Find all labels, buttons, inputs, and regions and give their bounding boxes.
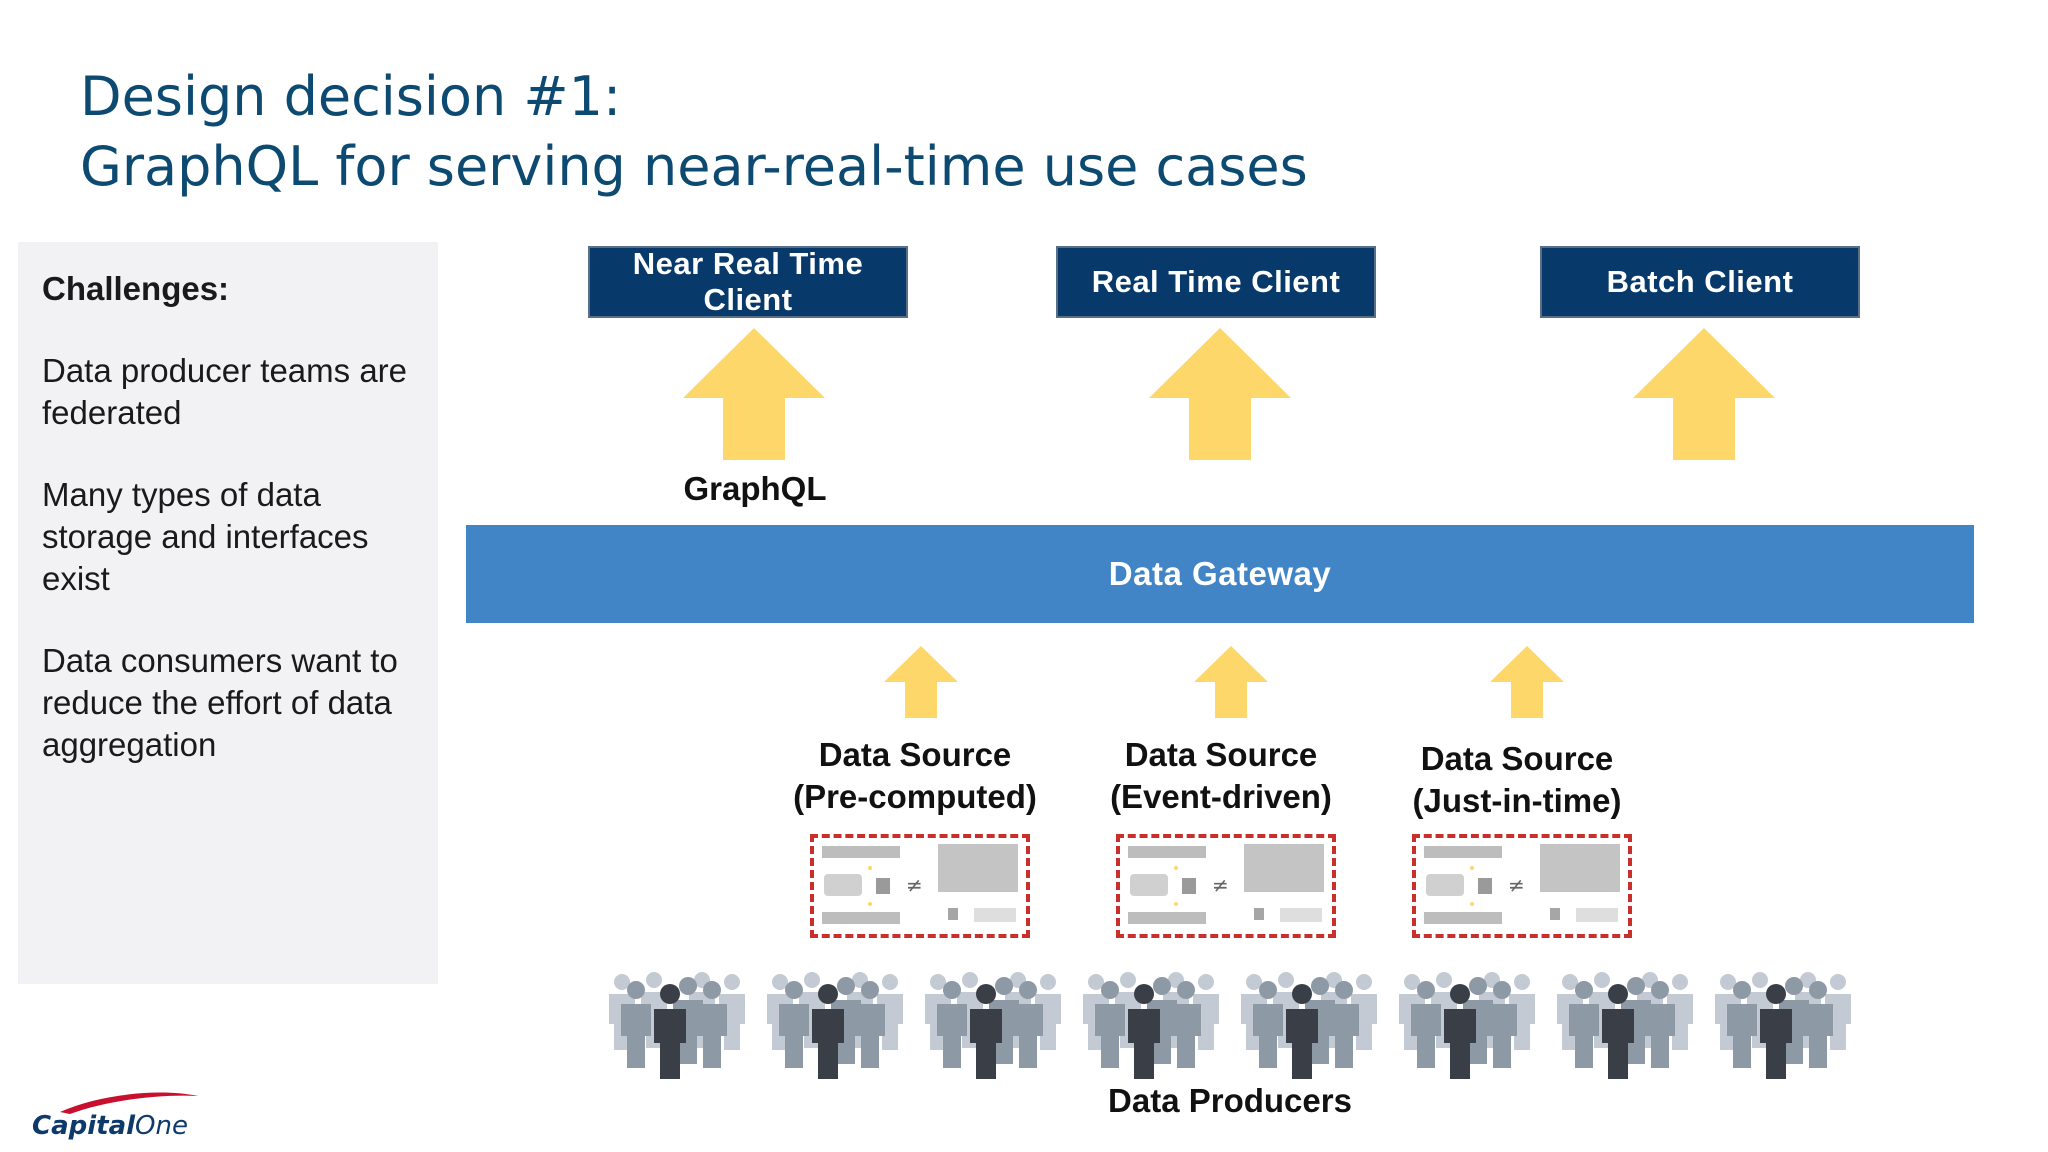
client-box-batch: Batch Client — [1540, 246, 1860, 318]
up-arrow-icon — [1633, 328, 1775, 460]
data-source-box: ≠ — [1116, 834, 1336, 938]
challenges-heading: Challenges: — [42, 270, 230, 307]
data-source-label-event-driven: Data Source (Event-driven) — [1071, 734, 1371, 818]
graphql-label: GraphQL — [683, 470, 827, 507]
up-arrow-icon — [1490, 646, 1564, 718]
challenge-item: Data consumers want to reduce the effort… — [42, 642, 398, 763]
source-schematic-icon: ≠ — [1424, 844, 1620, 924]
data-source-label-pre-computed: Data Source (Pre-computed) — [765, 734, 1065, 818]
data-source-label-just-in-time: Data Source (Just-in-time) — [1367, 738, 1667, 822]
svg-text:≠: ≠ — [1508, 873, 1525, 897]
data-source-title: Data Source — [1124, 736, 1318, 773]
svg-text:≠: ≠ — [1212, 873, 1229, 897]
up-arrow-icon — [884, 646, 958, 718]
data-source-box: ≠ — [810, 834, 1030, 938]
up-arrow-icon — [1149, 328, 1291, 460]
data-producers-row — [604, 972, 1864, 1080]
source-schematic-icon: ≠ — [1128, 844, 1324, 924]
data-source-type: (Just-in-time) — [1412, 782, 1622, 819]
client-label: Batch Client — [1606, 264, 1794, 299]
challenge-item: Many types of data storage and interface… — [42, 476, 369, 597]
up-arrow-icon — [683, 328, 825, 460]
slide-title-line-2: GraphQL for serving near-real-time use c… — [80, 135, 1308, 198]
client-label: Real Time Client — [1091, 264, 1341, 299]
client-box-real-time: Real Time Client — [1056, 246, 1376, 318]
up-arrow-icon — [1194, 646, 1268, 718]
data-source-type: (Event-driven) — [1110, 778, 1332, 815]
people-group-icon — [604, 972, 1864, 1080]
data-gateway-label: Data Gateway — [1108, 555, 1332, 592]
svg-text:≠: ≠ — [906, 873, 923, 897]
data-gateway-bar: Data Gateway — [466, 525, 1974, 623]
data-source-title: Data Source — [1420, 740, 1614, 777]
capital-one-logo: CapitalOne — [30, 1090, 220, 1142]
logo-swoosh-icon: CapitalOne — [32, 1092, 198, 1141]
source-schematic-icon: ≠ — [822, 844, 1018, 924]
data-source-type: (Pre-computed) — [793, 778, 1037, 815]
data-source-title: Data Source — [818, 736, 1012, 773]
logo-text: CapitalOne — [32, 1111, 188, 1141]
data-source-box: ≠ — [1412, 834, 1632, 938]
data-producers-label: Data Producers — [1108, 1082, 1352, 1119]
slide-title: Design decision #1: GraphQL for serving … — [80, 62, 1580, 202]
slide-title-line-1: Design decision #1: — [80, 65, 622, 128]
client-box-near-real-time: Near Real Time Client — [588, 246, 908, 318]
challenge-item: Data producer teams are federated — [42, 352, 408, 431]
client-label: Near Real Time Client — [632, 246, 864, 317]
challenges-panel: Challenges: Data producer teams are fede… — [18, 242, 438, 984]
